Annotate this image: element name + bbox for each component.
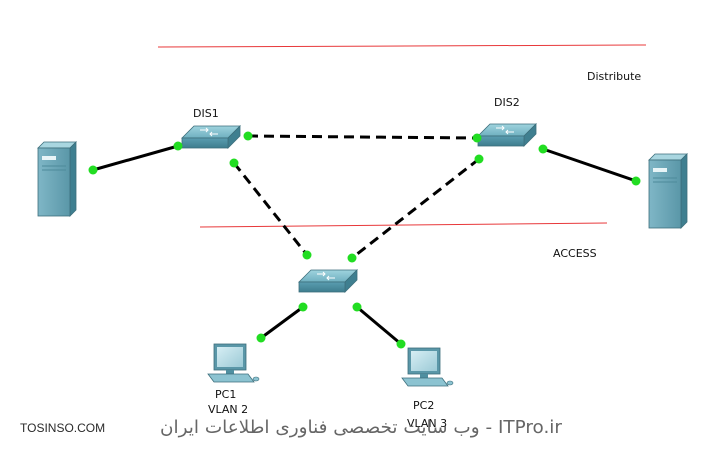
link-server1-dis1 — [92, 144, 179, 172]
link-dot — [472, 133, 482, 143]
dis2-label: DIS2 — [494, 96, 520, 109]
link-dot — [88, 165, 98, 175]
server-right-icon[interactable] — [648, 153, 688, 229]
link-dot — [243, 131, 253, 141]
access-layer-line — [199, 222, 608, 228]
server-left-icon[interactable] — [37, 141, 77, 217]
link-dis2-access — [351, 157, 480, 260]
pc1-vlan-label: VLAN 2 — [208, 403, 248, 416]
watermark-main: وب سایت تخصصی فناوری اطلاعات ایران - ITP… — [160, 417, 563, 438]
link-dot — [302, 250, 312, 260]
link-dis1-dis2 — [247, 134, 478, 140]
watermark-left: TOSINSO.COM — [20, 421, 105, 435]
switch-dis1-icon[interactable] — [181, 125, 241, 149]
link-access-pc2 — [356, 305, 402, 346]
link-dot — [631, 176, 641, 186]
pc2-vlan-label: VLAN 3 — [407, 417, 447, 430]
access-layer-label: ACCESS — [553, 247, 597, 260]
switch-dis2-icon[interactable] — [477, 123, 537, 147]
link-dot — [474, 154, 484, 164]
switch-access-icon[interactable] — [298, 269, 358, 293]
link-dot — [347, 253, 357, 263]
link-dot — [538, 144, 548, 154]
link-status-dots — [88, 131, 641, 349]
pc1-icon[interactable] — [207, 343, 260, 383]
link-dot — [298, 302, 308, 312]
link-dot — [396, 339, 406, 349]
link-dot — [229, 158, 239, 168]
link-dot — [173, 141, 183, 151]
link-access-pc1 — [260, 305, 304, 340]
distribute-layer-label: Distribute — [587, 70, 641, 83]
pc2-icon[interactable] — [401, 347, 454, 387]
link-dot — [256, 333, 266, 343]
dis1-label: DIS1 — [193, 107, 219, 120]
distribute-layer-line — [157, 44, 647, 48]
link-dis2-server2 — [542, 147, 637, 183]
pc2-name-label: PC2 — [413, 399, 434, 412]
link-dis1-access — [232, 162, 309, 256]
link-dot — [352, 302, 362, 312]
pc1-name-label: PC1 — [215, 388, 236, 401]
